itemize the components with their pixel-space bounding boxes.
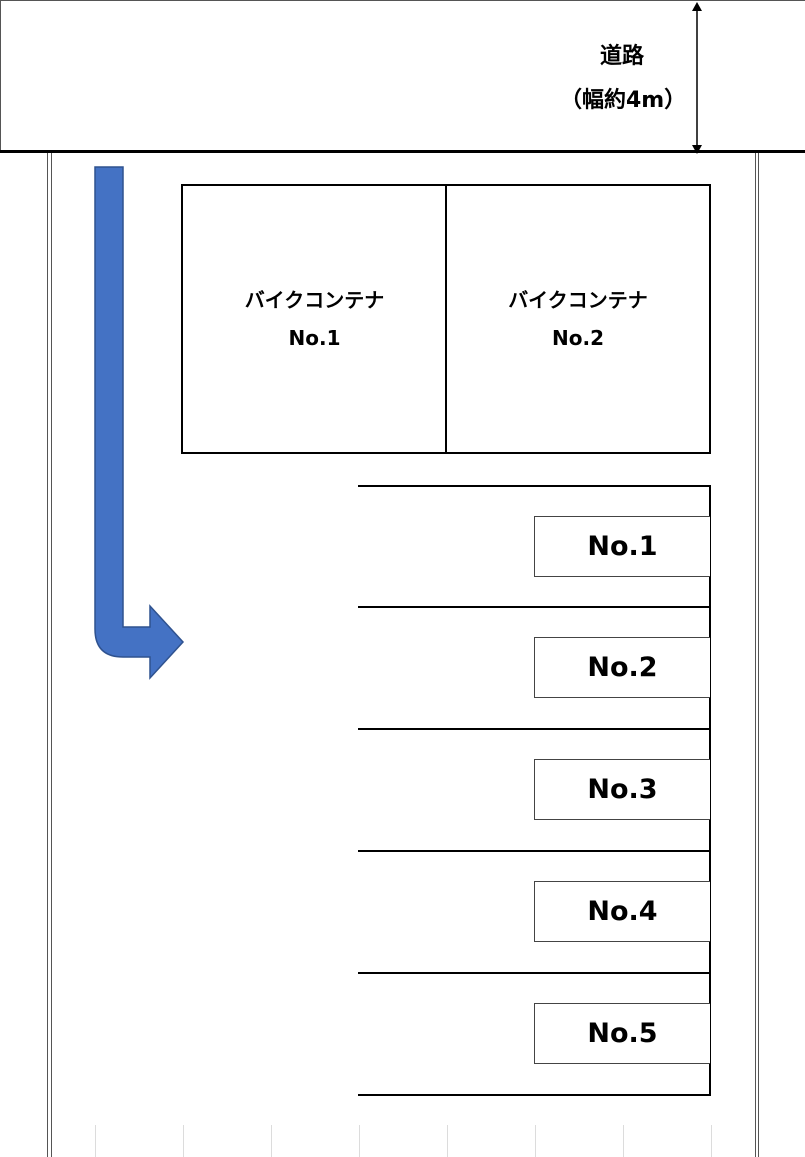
stall-divider (358, 1094, 710, 1096)
container-number: No.2 (552, 326, 604, 350)
stall-divider (358, 850, 710, 852)
parking-space-3-label: No.3 (534, 759, 710, 820)
double-headed-arrow-icon (692, 2, 702, 154)
lot-boundary-right-outer (758, 153, 759, 1157)
parking-space-2-label: No.2 (534, 637, 710, 698)
grid-tick (95, 1125, 96, 1157)
road-label: 道路 (599, 44, 644, 69)
stall-divider (358, 728, 710, 730)
grid-tick (623, 1125, 624, 1157)
grid-tick (711, 1125, 712, 1157)
parking-space-4-label: No.4 (534, 881, 710, 942)
parking-back-line (709, 485, 711, 1096)
container-name: バイクコンテナ (508, 288, 648, 312)
road-left-boundary (0, 0, 1, 152)
road-top-boundary (0, 0, 805, 1)
container-name: バイクコンテナ (244, 288, 385, 312)
container-number: No.1 (288, 326, 341, 350)
road-edge-line (0, 150, 805, 153)
bike-container-2: バイクコンテナ No.2 (445, 184, 711, 454)
parking-space-5-label: No.5 (534, 1003, 710, 1064)
lot-boundary-left-inner (51, 153, 52, 1157)
lot-boundary-right-inner (755, 153, 756, 1157)
grid-tick (183, 1125, 184, 1157)
stall-divider (358, 485, 710, 487)
grid-tick (271, 1125, 272, 1157)
stall-divider (358, 972, 710, 974)
bike-container-1: バイクコンテナ No.1 (181, 184, 448, 454)
parking-space-1-label: No.1 (534, 516, 710, 577)
grid-tick (535, 1125, 536, 1157)
turn-right-arrow-icon (94, 166, 185, 680)
lot-boundary-left-outer (47, 153, 48, 1157)
grid-tick (359, 1125, 360, 1157)
road-width-note: （幅約4m） (560, 88, 687, 113)
stall-divider (358, 606, 710, 608)
grid-tick (447, 1125, 448, 1157)
